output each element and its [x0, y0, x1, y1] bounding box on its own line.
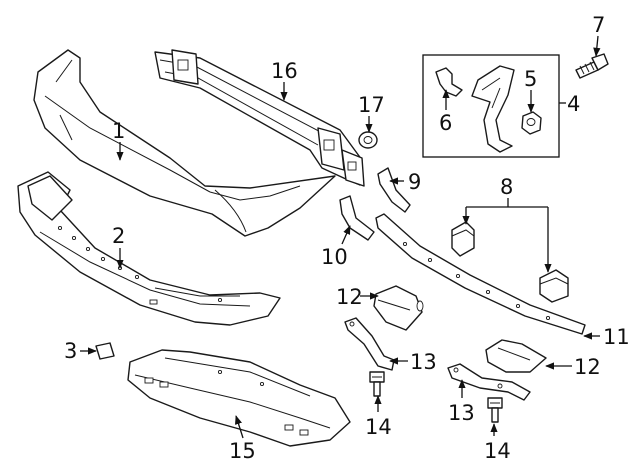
part-11-retainer	[375, 213, 586, 335]
leader-lines	[80, 35, 601, 439]
callout-1: 1	[112, 119, 125, 143]
callout-7: 7	[592, 13, 605, 37]
part-12-sensor	[373, 285, 424, 331]
part-16-reinforcement-beam	[154, 49, 365, 187]
part-7-bolt	[575, 53, 609, 79]
callout-8: 8	[500, 175, 513, 199]
callout-14-left: 14	[365, 415, 392, 439]
callout-15: 15	[229, 439, 256, 463]
callout-12-sensor: 12	[336, 285, 363, 309]
callout-12-bracket: 12	[574, 355, 601, 379]
callout-17: 17	[358, 93, 385, 117]
part-8-bracket-left	[451, 221, 475, 257]
part-13-strip-left	[344, 317, 395, 371]
callout-3: 3	[64, 339, 77, 363]
part-8-bracket-right	[539, 269, 569, 303]
callout-14-right: 14	[484, 439, 511, 463]
part-4-bracket	[471, 65, 515, 153]
part-4-group-box	[422, 54, 560, 158]
callout-13-left: 13	[410, 350, 437, 374]
part-17-nut	[358, 131, 378, 149]
part-13-strip-right	[447, 363, 531, 401]
part-14-clip-right	[487, 397, 503, 423]
part-14-clip-left	[369, 371, 385, 397]
callout-13-right: 13	[448, 401, 475, 425]
part-9-guide	[377, 167, 411, 213]
callout-10: 10	[321, 245, 348, 269]
callout-5: 5	[524, 67, 537, 91]
callout-16: 16	[271, 59, 298, 83]
callout-11: 11	[603, 325, 630, 349]
part-12-bracket	[485, 339, 547, 373]
callout-6: 6	[439, 111, 452, 135]
part-1-bumper-cover	[33, 49, 336, 237]
part-5-nut	[521, 111, 542, 135]
part-6-clip	[435, 67, 463, 97]
part-15-skid-plate	[127, 349, 351, 447]
callouts: 1 2 3 4 5 6 7 8 9 10 11 12 12 13 13 14 1…	[64, 13, 630, 463]
part-3-cap	[95, 342, 115, 360]
part-2-lower-cover	[17, 171, 281, 326]
callout-2: 2	[112, 224, 125, 248]
callout-4: 4	[567, 92, 580, 116]
callout-9: 9	[408, 170, 421, 194]
part-10-guide	[339, 195, 375, 241]
